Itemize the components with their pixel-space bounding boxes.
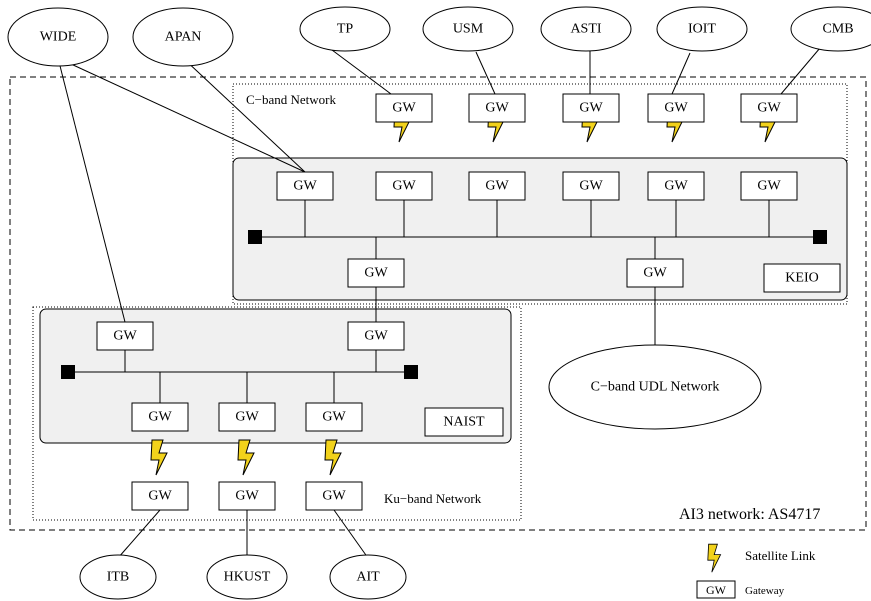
- svg-text:GW: GW: [235, 410, 259, 425]
- naist-gateway-wide: GW: [96, 321, 154, 351]
- usm-link: [475, 51, 496, 95]
- svg-text:GW: GW: [664, 101, 688, 116]
- svg-text:HKUST: HKUST: [224, 570, 271, 585]
- svg-text:ITB: ITB: [107, 570, 130, 585]
- svg-text:GW: GW: [322, 410, 346, 425]
- keio-gateway-2: GW: [375, 171, 433, 201]
- cband-gateway-usm: GW: [468, 93, 526, 123]
- svg-text:CMB: CMB: [822, 22, 853, 37]
- cband-network-label: C−band Network: [246, 92, 337, 107]
- svg-text:GW: GW: [235, 489, 259, 504]
- svg-text:NAIST: NAIST: [443, 415, 485, 430]
- svg-text:GW: GW: [757, 179, 781, 194]
- keio-gateway-6: GW: [740, 171, 798, 201]
- keio-bus-terminator-left: [248, 230, 262, 244]
- ait-link: [333, 509, 369, 559]
- svg-text:USM: USM: [453, 22, 484, 37]
- svg-text:ASTI: ASTI: [570, 22, 601, 37]
- kuband-gateway-itb: GW: [131, 481, 189, 511]
- svg-text:GW: GW: [643, 266, 667, 281]
- svg-text:TP: TP: [337, 22, 354, 37]
- svg-text:KEIO: KEIO: [785, 271, 818, 286]
- keio-gateway-5: GW: [647, 171, 705, 201]
- cmb-link: [780, 47, 821, 95]
- naist-gateway-keio: GW: [347, 321, 405, 351]
- naist-gateway-3: GW: [305, 402, 363, 432]
- svg-text:GW: GW: [579, 101, 603, 116]
- usm-network-node: USM: [422, 6, 514, 52]
- tp-network-node: TP: [299, 6, 391, 52]
- satellite-link-icon: [150, 439, 168, 476]
- kuband-network-label: Ku−band Network: [384, 491, 482, 506]
- kuband-gateway-ait: GW: [305, 481, 363, 511]
- itb-network-node: ITB: [79, 554, 157, 600]
- kuband-network-region: [32, 306, 522, 521]
- legend-gateway-box: [696, 580, 736, 599]
- keio-gateway-1: GW: [276, 171, 334, 201]
- satellite-link-icon: [324, 439, 342, 476]
- wide-to-keio-gw-link: [57, 57, 306, 173]
- apan-to-keio-gw-link: [182, 57, 306, 173]
- wide-to-naist-gw-link: [57, 57, 126, 323]
- keio-bus-terminator-right: [813, 230, 827, 244]
- svg-text:AIT: AIT: [356, 570, 380, 585]
- svg-text:GW: GW: [485, 179, 509, 194]
- hkust-network-node: HKUST: [206, 554, 288, 600]
- svg-text:GW: GW: [757, 101, 781, 116]
- itb-link: [117, 509, 161, 559]
- keio-gateway-3: GW: [468, 171, 526, 201]
- legend-satellite-link-icon: [707, 543, 722, 573]
- svg-text:GW: GW: [485, 101, 509, 116]
- svg-text:GW: GW: [322, 489, 346, 504]
- svg-text:GW: GW: [664, 179, 688, 194]
- legend-gateway-label: Gateway: [745, 585, 785, 597]
- svg-text:GW: GW: [364, 266, 388, 281]
- cband-gateway-cmb: GW: [740, 93, 798, 123]
- tp-link: [331, 49, 392, 95]
- svg-text:APAN: APAN: [165, 30, 202, 45]
- naist-gateway-2: GW: [218, 402, 276, 432]
- naist-bus-terminator-right: [404, 365, 418, 379]
- naist-label: NAIST: [424, 407, 504, 437]
- svg-text:GW: GW: [293, 179, 317, 194]
- legend: Satellite Link GW Gateway: [696, 543, 816, 599]
- naist-bus-terminator-left: [61, 365, 75, 379]
- cband-udl-network-node: C−band UDL Network: [548, 344, 762, 430]
- svg-text:WIDE: WIDE: [40, 30, 77, 45]
- svg-text:GW: GW: [364, 329, 388, 344]
- svg-text:GW: GW: [392, 101, 416, 116]
- svg-text:GW: GW: [148, 410, 172, 425]
- svg-text:GW: GW: [113, 329, 137, 344]
- svg-text:C−band UDL Network: C−band UDL Network: [591, 380, 720, 395]
- asti-network-node: ASTI: [540, 6, 632, 52]
- ioit-link: [671, 52, 691, 95]
- keio-gateway-4: GW: [562, 171, 620, 201]
- keio-gateway-naist-uplink: GW: [347, 258, 405, 288]
- svg-text:GW: GW: [579, 179, 603, 194]
- wide-network-node: WIDE: [7, 7, 109, 67]
- legend-satellite-link-label: Satellite Link: [745, 548, 816, 563]
- keio-gateway-udl: GW: [626, 258, 684, 288]
- satellite-link-icon: [237, 439, 255, 476]
- cband-gateway-tp: GW: [375, 93, 433, 123]
- cmb-network-node: CMB: [790, 6, 871, 52]
- svg-text:GW: GW: [392, 179, 416, 194]
- cband-gateway-ioit: GW: [647, 93, 705, 123]
- naist-gateway-1: GW: [131, 402, 189, 432]
- ai3-network-boundary: [9, 76, 867, 531]
- ai3-network-label: AI3 network: AS4717: [679, 506, 820, 523]
- ait-network-node: AIT: [329, 554, 407, 600]
- apan-network-node: APAN: [132, 7, 234, 67]
- cband-gateway-asti: GW: [562, 93, 620, 123]
- svg-text:IOIT: IOIT: [688, 22, 716, 37]
- svg-text:GW: GW: [148, 489, 172, 504]
- ioit-network-node: IOIT: [656, 6, 748, 52]
- keio-label: KEIO: [763, 263, 841, 293]
- kuband-gateway-hkust: GW: [218, 481, 276, 511]
- legend-gateway-box-label: GW: [706, 583, 727, 597]
